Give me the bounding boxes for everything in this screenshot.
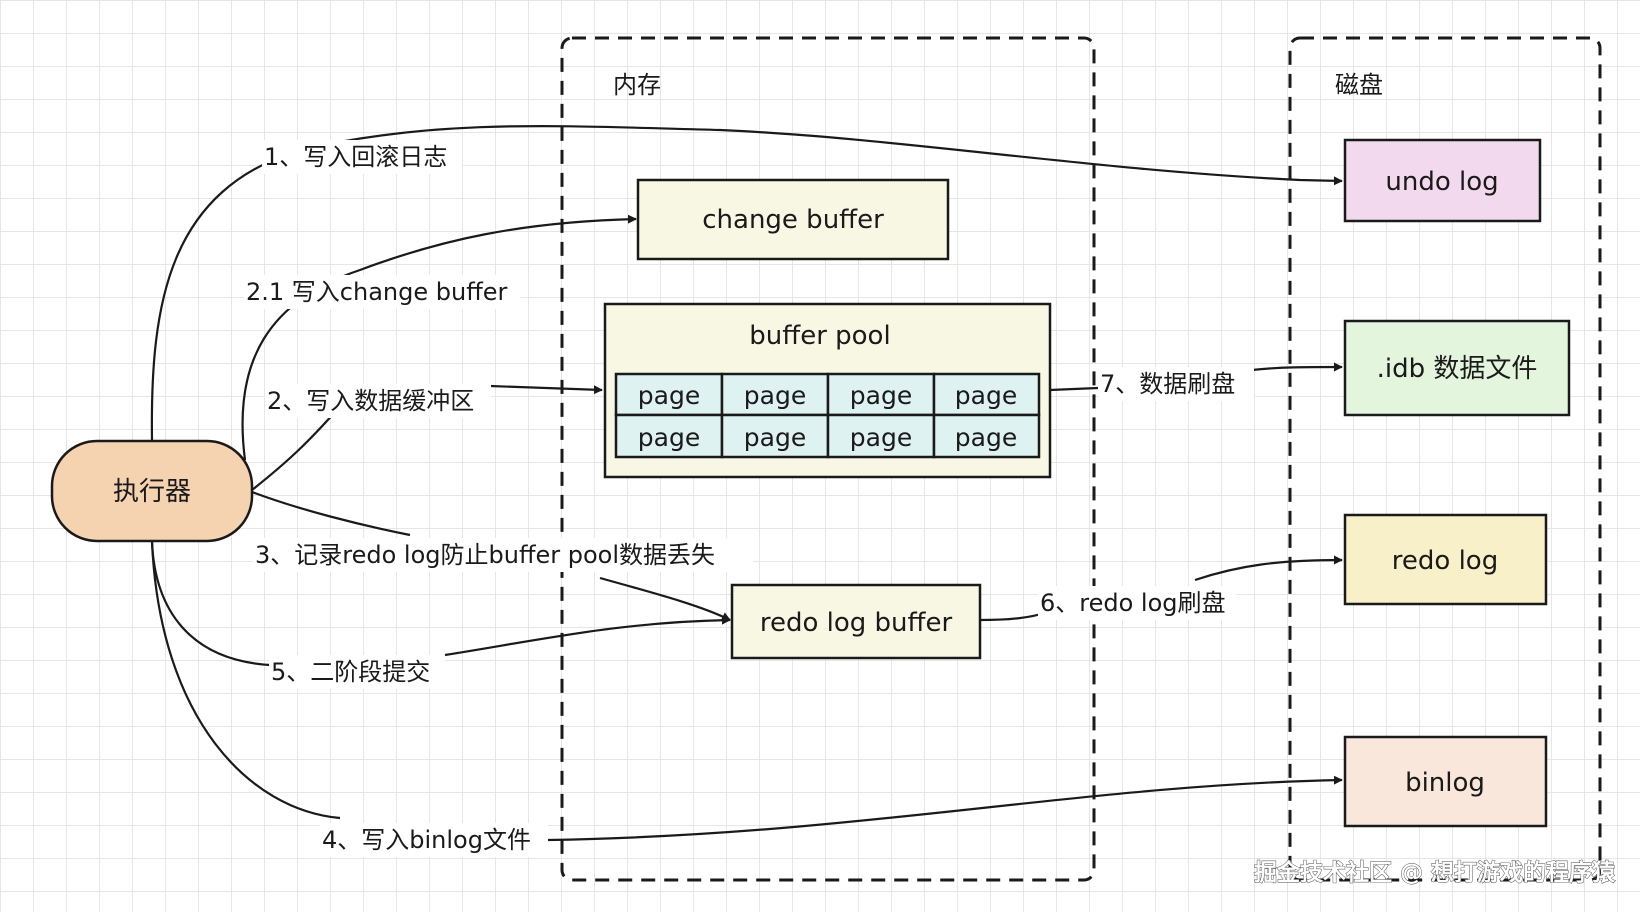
undo-log-node [1343,138,1542,223]
edge-label-two-phase-commit: 5、二阶段提交 [271,658,430,686]
page-grid: page page page page page page page page [614,372,1041,459]
redo-log-node [1343,513,1548,606]
edge-label-write-binlog: 4、写入binlog文件 [322,826,531,854]
page-label: page [955,423,1017,452]
edge-record-redo [251,490,730,620]
executor-label: 执行器 [113,477,191,507]
edge-label-record-redo: 3、记录redo log防止buffer pool数据丢失 [255,541,715,569]
page-cell [932,372,1041,417]
disk-region-label: 磁盘 [1335,71,1383,99]
redo-log-buffer-label: redo log buffer [760,608,953,638]
page-cell [826,372,936,417]
edge-label-flush-data: 7、数据刷盘 [1100,370,1235,398]
edge-write-undo [150,125,1343,441]
memory-region [560,36,1096,882]
page-label: page [638,423,700,452]
idb-file-node [1343,319,1571,417]
page-label: page [744,381,806,410]
memory-region-label: 内存 [613,71,661,99]
edge-label-write-change-buffer: 2.1 写入change buffer [246,278,507,306]
page-label: page [638,381,700,410]
page-cell [614,413,724,459]
change-buffer-label: change buffer [702,205,884,235]
edge-label-write-undo: 1、写入回滚日志 [264,143,447,171]
page-cell [932,413,1041,459]
redo-log-label: redo log [1392,546,1498,576]
page-cell [826,413,936,459]
idb-file-label: .idb 数据文件 [1377,354,1538,384]
edge-label-flush-redo: 6、redo log刷盘 [1040,589,1226,617]
disk-region [1288,36,1602,882]
watermark: 掘金技术社区 @ 想打游戏的程序猿 [1254,859,1616,886]
binlog-label: binlog [1405,768,1485,798]
edge-write-binlog [150,541,1342,842]
edge-flush-data [1049,367,1342,392]
edge-label-write-buffer-pool: 2、写入数据缓冲区 [267,387,474,415]
page-label: page [955,381,1017,410]
page-label: page [744,423,806,452]
edge-labels: 1、写入回滚日志 2.1 写入change buffer 2、写入数据缓冲区 3… [244,140,1254,857]
buffer-pool-label: buffer pool [749,321,890,351]
edge-write-change-buffer [241,214,637,461]
page-label: page [850,381,912,410]
page-label: page [850,423,912,452]
executor-node [50,439,254,543]
binlog-node [1343,735,1548,828]
undo-log-label: undo log [1385,167,1498,197]
redo-log-buffer-node [730,583,982,660]
edge-write-buffer-pool [251,386,602,491]
change-buffer-node [636,178,950,261]
page-cell [720,413,830,459]
